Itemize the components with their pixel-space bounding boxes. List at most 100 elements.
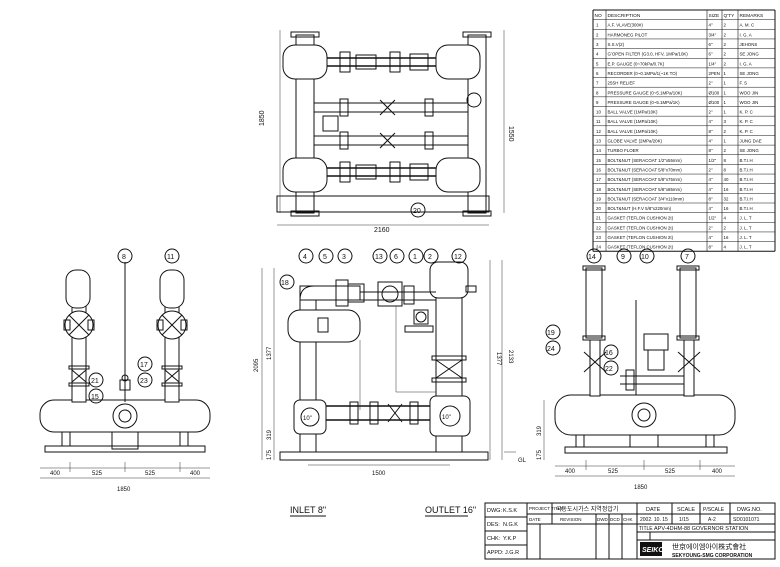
right-dim-3: 525 xyxy=(665,469,676,475)
bom-cell: K. P. C xyxy=(740,110,753,115)
balloon-14: 14 xyxy=(588,254,596,261)
bom-cell: 8" xyxy=(709,129,713,134)
bom-cell: J. L. T xyxy=(740,216,752,221)
bom-cell: 2 xyxy=(724,32,727,37)
right-dim-2: 525 xyxy=(608,469,619,475)
bom-cell: 16 xyxy=(724,206,729,211)
bom-cell: 21 xyxy=(596,216,601,221)
bom-cell: 4" xyxy=(709,187,713,192)
balloon-9: 9 xyxy=(621,254,625,261)
des-label: DES: xyxy=(487,522,500,528)
dwd-label: DWD xyxy=(597,517,608,522)
bom-cell: 8" xyxy=(709,148,713,153)
title-label: TITLE xyxy=(639,526,653,532)
inlet-label: INLET 8" xyxy=(290,505,326,515)
bom-cell: BOLT&NUT (H.F.V 5/8"x220mm) xyxy=(608,206,672,211)
bom-cell: 22 xyxy=(596,225,601,230)
bom-cell: 8 xyxy=(724,158,727,163)
bom-cell: 2 xyxy=(724,61,727,66)
bom-cell: BOLT&NUT (SERACOAT 1/2"x55mm) xyxy=(608,158,683,163)
bom-cell: 24 xyxy=(596,245,601,250)
bom-cell: J. L. T xyxy=(740,225,752,230)
balloon-18: 18 xyxy=(281,280,289,287)
front-dim-right-total: 2133 xyxy=(507,350,513,364)
balloon-8: 8 xyxy=(122,254,126,261)
dcd-label: DCD xyxy=(610,517,620,522)
bom-cell: Ø100 xyxy=(709,90,720,95)
plan-dim-height-right: 1550 xyxy=(507,126,514,142)
left-dim-4: 400 xyxy=(190,471,201,477)
company-name-kr: 世京에이엠아이株式會社 xyxy=(672,542,746,551)
bom-cell: 1 xyxy=(724,81,727,86)
left-dim-2: 525 xyxy=(92,471,103,477)
bom-cell: 2" xyxy=(709,81,713,86)
right-dim-mid: 319 xyxy=(537,425,543,436)
balloon-23: 23 xyxy=(140,378,148,385)
psize-label: P/SCALE xyxy=(703,507,725,513)
bom-cell: 2 xyxy=(724,52,727,57)
bom-cell: B.T.I.H xyxy=(740,158,753,163)
scale-label: SCALE xyxy=(677,507,695,513)
bom-cell: B.T.I.H xyxy=(740,167,753,172)
bom-cell: 3/4" xyxy=(709,32,717,37)
balloon-21: 21 xyxy=(91,378,99,385)
appd-label: APPD: xyxy=(487,550,504,556)
bom-cell: 8" xyxy=(709,245,713,250)
bom-cell: 17 xyxy=(596,177,601,182)
bom-cell: 2" xyxy=(709,167,713,172)
bom-cell: 1 xyxy=(724,71,727,76)
chk-value: Y.K.P xyxy=(503,536,517,542)
bom-cell: 16 xyxy=(724,235,729,240)
balloon-20-label: 20 xyxy=(413,208,421,215)
bom-cell: 4 xyxy=(724,245,727,250)
balloon-4: 4 xyxy=(303,254,307,261)
plan-view: 1850 1550 2160 20 xyxy=(259,30,514,234)
balloon-11: 11 xyxy=(167,254,174,261)
bom-cell: 6" xyxy=(709,42,713,47)
balloon-22: 22 xyxy=(605,366,613,373)
bom-cell: 2 xyxy=(724,42,727,47)
bom-cell: 2 xyxy=(596,32,599,37)
bom-cell: 40 xyxy=(724,177,729,182)
bom-cell: WOO JIN xyxy=(740,100,759,105)
bom-cell: GASKET (TEFLON CUSHION 2t) xyxy=(608,235,674,240)
bom-cell: 2PEN xyxy=(709,71,720,76)
bom-cell: BALL VALVE (1MPa/10K) xyxy=(608,119,658,124)
bom-cell: 1/4" xyxy=(709,61,717,66)
chk2-label: CHK xyxy=(623,517,633,522)
bom-cell: 2 xyxy=(724,225,727,230)
bom-cell: F. S xyxy=(740,81,748,86)
bom-cell: SE JONG xyxy=(740,148,760,153)
balloon-6: 6 xyxy=(394,254,398,261)
bom-cell: JUNG DAE xyxy=(740,139,762,144)
left-dim-total: 1850 xyxy=(117,487,131,493)
chk-label: CHK: xyxy=(487,536,501,542)
bom-cell: SE JONG xyxy=(740,52,760,57)
bom-cell: 2 xyxy=(724,148,727,153)
bom-cell: J. L. T xyxy=(740,235,752,240)
bom-cell: 10 xyxy=(596,110,601,115)
outlet-label: OUTLET 16" xyxy=(425,505,476,515)
bom-cell: 20 xyxy=(596,206,601,211)
bom-cell: J. L. T xyxy=(740,245,752,250)
balloon-24: 24 xyxy=(547,346,555,353)
bom-cell: 4" xyxy=(709,119,713,124)
bom-cell: 8 xyxy=(596,90,599,95)
left-dim-3: 525 xyxy=(145,471,156,477)
bom-cell: SE JONG xyxy=(740,71,760,76)
bom-cell: G’OPEN FILTER (G3.0, HFV, 1MPa/10K) xyxy=(608,52,689,57)
bom-cell: 6" xyxy=(709,52,713,57)
bom-cell: RECORDER (0~0.1MPa/1(~1K TO) xyxy=(608,71,678,76)
bom-cell: 18 xyxy=(596,187,601,192)
bom-cell: I. G. A xyxy=(740,61,752,66)
bom-header-1: DESCRIPTION xyxy=(608,13,641,19)
bom-cell: BALL VALVE (1MPa/10K) xyxy=(608,129,658,134)
title-block: DWG: K.S.K DES: N.G.K CHK: Y.K.P APPD: J… xyxy=(484,502,776,560)
left-side-view: 400 525 525 400 1850 8 11 17 23 21 15 xyxy=(39,248,211,493)
project-title-value: 국동도시가스 지역정압기 xyxy=(556,505,618,513)
bom-cell: 2 xyxy=(724,129,727,134)
balloon-3: 3 xyxy=(342,254,346,261)
bom-cell: 6 xyxy=(596,71,599,76)
bom-cell: WOO JIN xyxy=(740,90,759,95)
